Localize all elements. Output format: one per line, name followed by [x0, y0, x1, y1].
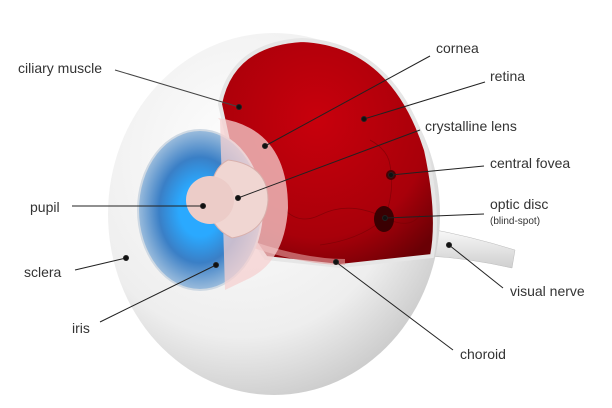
- label-visual-nerve: visual nerve: [510, 283, 585, 299]
- label-retina: retina: [490, 68, 525, 84]
- label-cornea: cornea: [436, 40, 479, 56]
- label-iris: iris: [72, 320, 90, 336]
- label-pupil: pupil: [30, 199, 60, 215]
- label-central-fovea: central fovea: [490, 155, 570, 171]
- label-crystalline-lens: crystalline lens: [425, 118, 517, 134]
- visual-nerve-shape: [424, 227, 516, 269]
- blood-vessels: [284, 139, 421, 246]
- label-optic-disc: optic disc: [490, 196, 548, 212]
- leader-lines: [72, 55, 504, 351]
- pupil-shape: [186, 176, 234, 224]
- label-choroid: choroid: [460, 346, 506, 362]
- label-blind-spot: (blind-spot): [490, 216, 540, 227]
- label-sclera: sclera: [24, 264, 62, 280]
- label-ciliary-muscle: ciliary muscle: [18, 60, 102, 76]
